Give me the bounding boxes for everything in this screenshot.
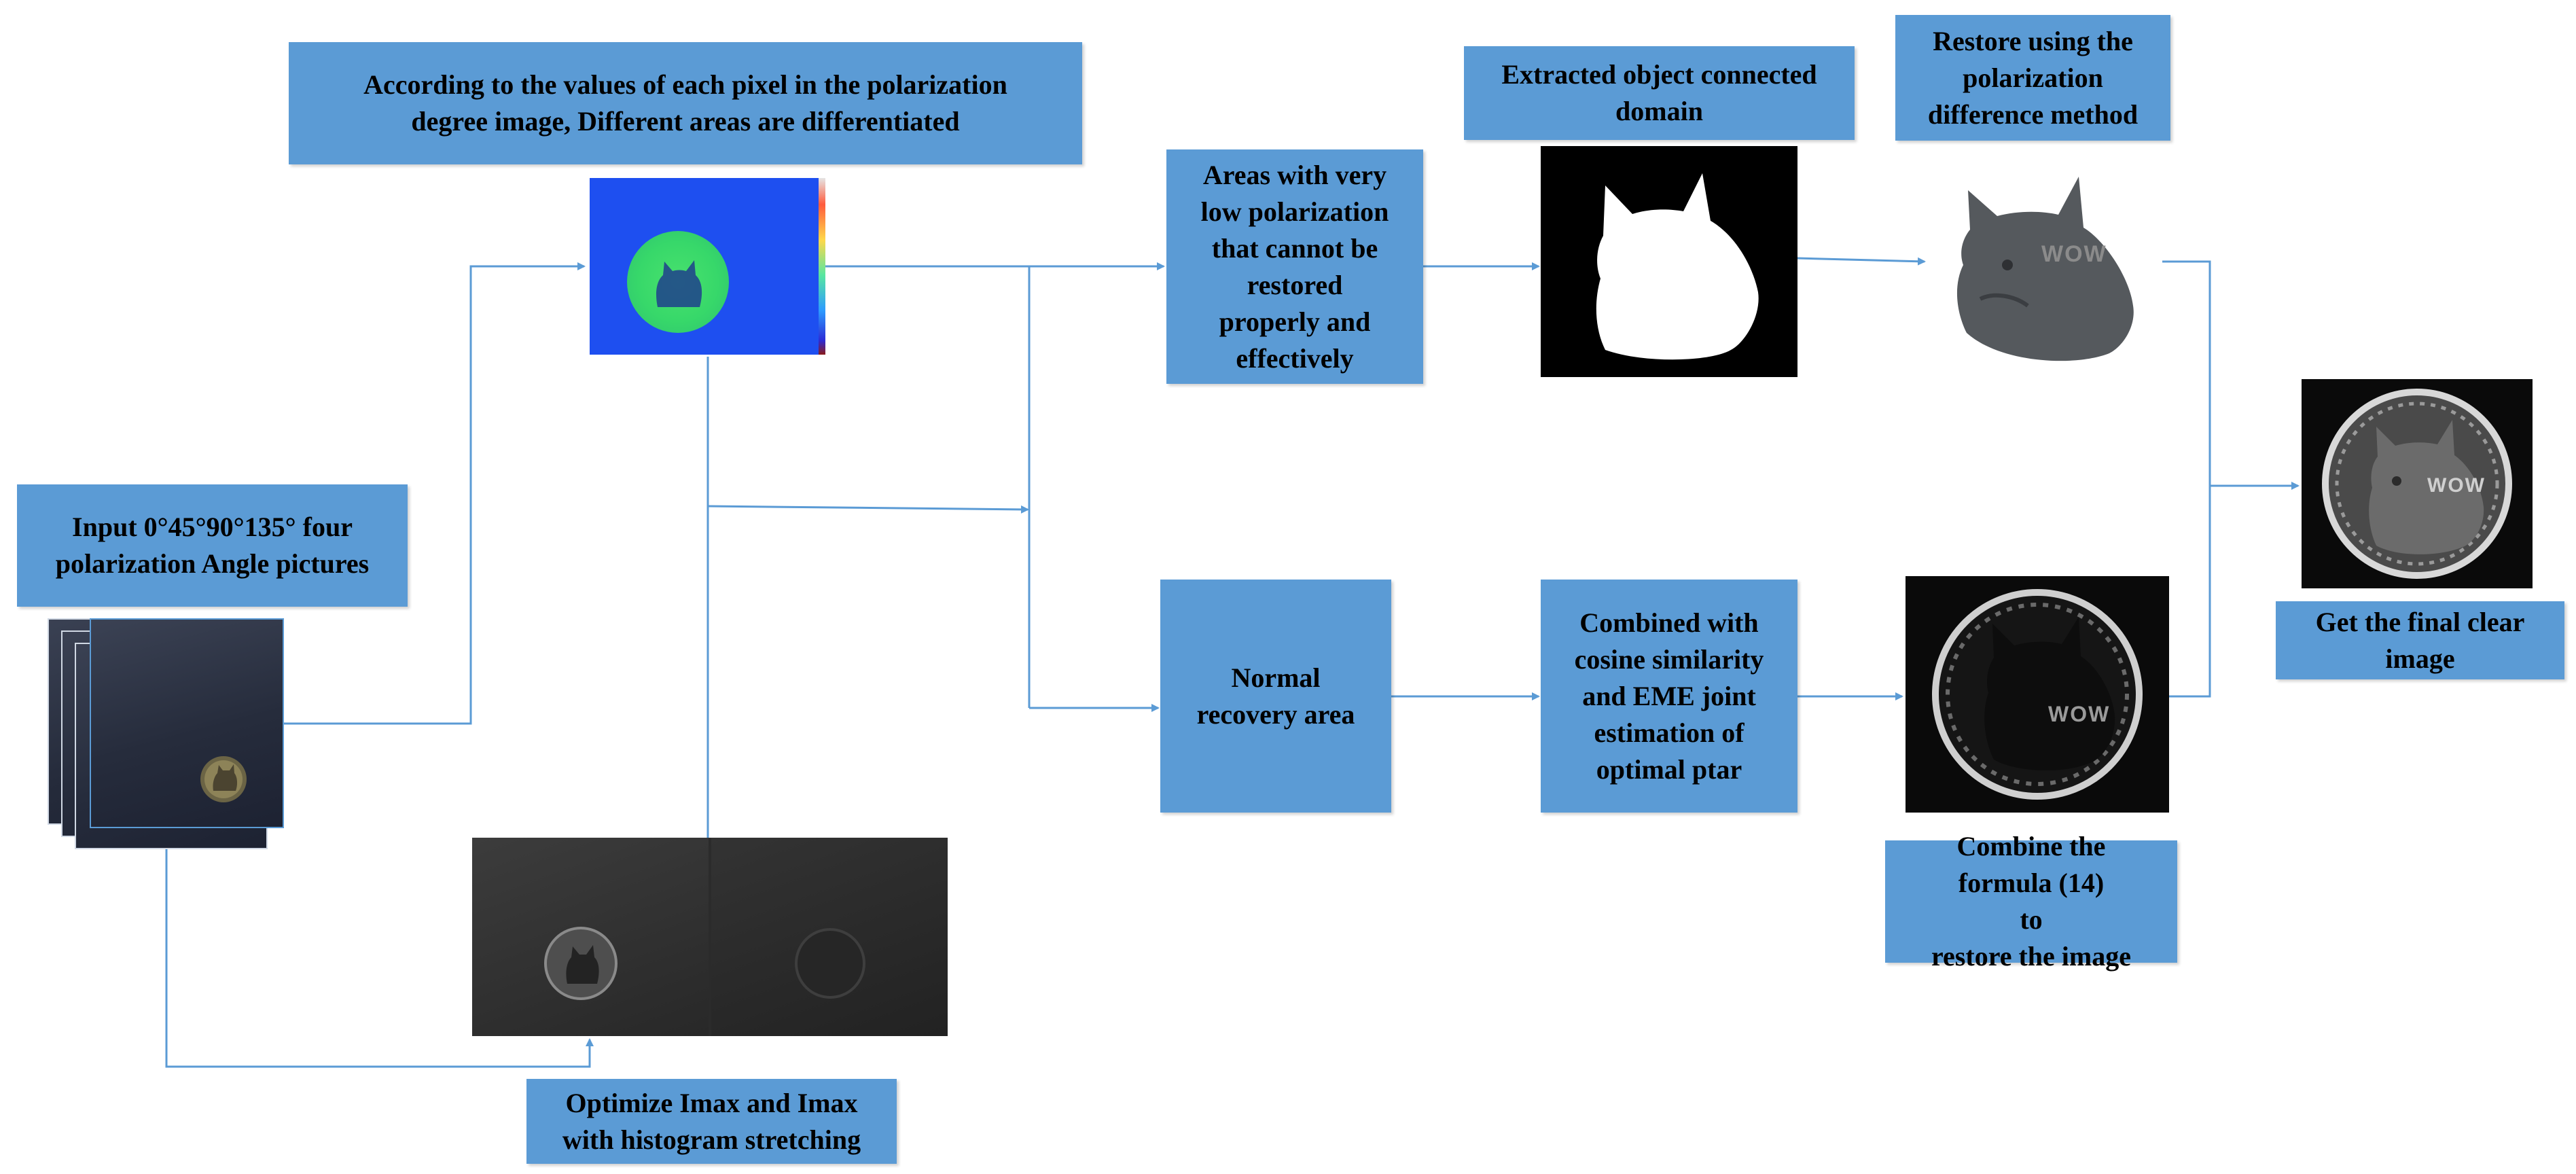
box-line: low polarization: [1200, 196, 1389, 227]
arrow-input-to-poldegree: [282, 262, 586, 725]
box-line: difference method: [1927, 99, 2139, 130]
stretched-right: [711, 838, 948, 1036]
coin-icon: [1932, 589, 2143, 800]
box-line: polarization: [1963, 62, 2103, 93]
final-clear-image: WOW: [2302, 379, 2533, 588]
box-normal-recovery-area: Normal recovery area: [1160, 580, 1391, 813]
extracted-object-mask: [1541, 146, 1797, 377]
box-line: restore the image: [1931, 941, 2131, 972]
box-combine-formula: Combine the formula (14) to restore the …: [1885, 831, 2177, 972]
stack-card-front: [90, 618, 284, 828]
arrow-poldegree-to-junction: [707, 505, 1029, 514]
stretched-left: [472, 838, 709, 1036]
dog-silhouette-icon: [656, 260, 702, 307]
box-line: properly and: [1219, 306, 1371, 337]
box-line: polarization Angle pictures: [55, 548, 370, 579]
box-input-pictures: Input 0°45°90°135° four polarization Angl…: [17, 484, 408, 607]
box-line: Extracted object connected: [1501, 59, 1817, 90]
box-line: estimation of: [1594, 717, 1745, 748]
box-line: recovery area: [1196, 698, 1355, 730]
box-line: that cannot be: [1211, 232, 1378, 264]
histogram-stretched-pair: [472, 838, 948, 1036]
coin-icon: [200, 756, 247, 802]
coin-icon: [795, 928, 865, 999]
line-restored-to-merge: [2162, 260, 2211, 486]
box-line: Get the final clear: [2315, 606, 2525, 637]
box-optimize-imax: Optimize Imax and Imax with histogram str…: [526, 1079, 897, 1164]
box-line: with histogram stretching: [562, 1124, 861, 1155]
box-final-clear-image: Get the final clear image: [2276, 601, 2564, 679]
arrow-input-to-histogram: [165, 830, 594, 1068]
line-coin-to-merge: [2169, 486, 2211, 698]
box-line: Restore using the: [1933, 25, 2133, 56]
wow-text: WOW: [2041, 241, 2107, 267]
box-extracted-connected-domain: Extracted object connected domain: [1464, 46, 1855, 140]
box-line: Areas with very: [1202, 159, 1387, 190]
box-according-pixel-values: According to the values of each pixel in…: [289, 42, 1082, 164]
box-line: effectively: [1236, 342, 1354, 374]
polarization-degree-image: [590, 178, 825, 355]
coin-restored-image: WOW: [1906, 576, 2169, 813]
wow-text: WOW: [2048, 702, 2111, 726]
box-restore-polarization-difference: Restore using the polarization differenc…: [1895, 15, 2170, 141]
restored-dog-image: WOW: [1926, 163, 2164, 367]
box-line: domain: [1615, 96, 1703, 126]
box-line: image: [2385, 643, 2455, 674]
box-line: Combine the: [1956, 831, 2106, 861]
dog-silhouette-icon: [1596, 173, 1759, 360]
box-line: to: [2020, 904, 2043, 935]
box-line: Normal: [1231, 662, 1321, 693]
box-line: According to the values of each pixel in…: [363, 69, 1007, 100]
coin-icon: [544, 927, 618, 1000]
arrow-mask-to-restored: [1796, 257, 1926, 266]
dog-restored-icon: [1956, 177, 2134, 361]
wow-text: WOW: [2427, 474, 2486, 497]
input-polarization-stack: [48, 618, 285, 849]
box-line: optimal ptar: [1596, 753, 1742, 785]
box-line: formula (14): [1958, 868, 2105, 898]
box-line: Input 0°45°90°135° four: [72, 512, 353, 542]
box-line: Optimize Imax and Imax: [565, 1087, 858, 1118]
box-line: cosine similarity: [1574, 643, 1764, 675]
box-line: degree image, Different areas are differ…: [411, 106, 960, 137]
box-line: restored: [1247, 269, 1343, 300]
box-low-polarization-areas: Areas with very low polarization that ca…: [1166, 149, 1423, 384]
box-combined-cosine-eme: Combined with cosine similarity and EME …: [1541, 580, 1797, 813]
colorbar: [819, 178, 825, 355]
box-line: and EME joint: [1582, 680, 1756, 711]
box-line: Combined with: [1579, 607, 1759, 638]
coin-icon: [2322, 389, 2512, 579]
